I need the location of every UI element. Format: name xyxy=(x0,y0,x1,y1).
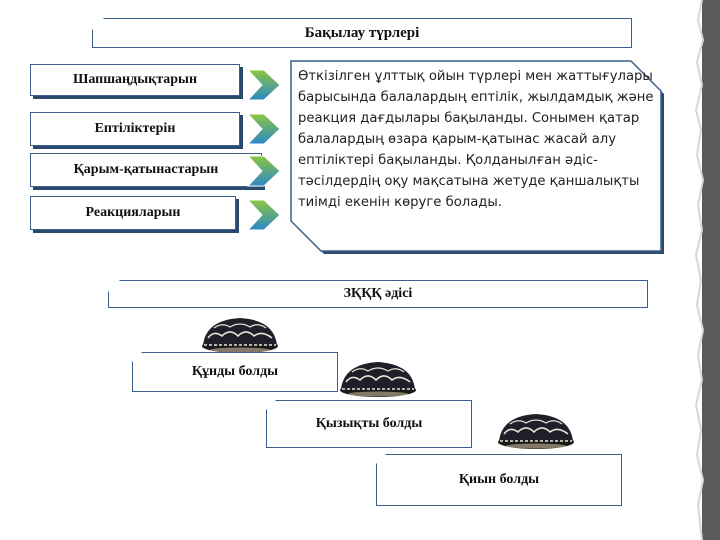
step-label: Қиын болды xyxy=(458,472,540,487)
torn-paper-edge xyxy=(694,0,720,540)
step-label: Қызықты болды xyxy=(315,416,423,431)
observation-item-label: Ептіліктерін xyxy=(94,121,176,136)
step-label: Құнды болды xyxy=(191,364,279,379)
method-title: ЗҚҚҚ әдісі xyxy=(343,286,413,301)
description-text: Өткізілген ұлттық ойын түрлері мен жатты… xyxy=(298,69,654,210)
page-title: Бақылау түрлері xyxy=(304,24,420,41)
step-interesting: Қызықты болды xyxy=(266,400,472,448)
arrow-right-icon xyxy=(246,113,281,145)
observation-item-speed: Шапшаңдықтарын xyxy=(30,64,240,96)
tubeteika-hat-icon xyxy=(338,358,418,398)
step-difficult: Қиын болды xyxy=(376,454,622,506)
tubeteika-hat-icon xyxy=(496,410,576,450)
observation-item-label: Шапшаңдықтарын xyxy=(72,72,198,87)
observation-item-reactions: Реакцияларын xyxy=(30,196,236,230)
observation-item-label: Қарым-қатынастарын xyxy=(73,162,219,177)
method-banner: ЗҚҚҚ әдісі xyxy=(108,280,648,308)
arrow-right-icon xyxy=(246,69,281,101)
arrow-right-icon xyxy=(246,199,281,231)
tubeteika-hat-icon xyxy=(200,314,280,354)
title-banner: Бақылау түрлері xyxy=(92,18,632,48)
arrow-right-icon xyxy=(246,155,281,187)
step-valuable: Құнды болды xyxy=(132,352,338,392)
observation-item-label: Реакцияларын xyxy=(85,205,181,220)
observation-item-relations: Қарым-қатынастарын xyxy=(30,153,262,187)
description-box: Өткізілген ұлттық ойын түрлері мен жатты… xyxy=(290,60,668,258)
observation-item-agility: Ептіліктерін xyxy=(30,112,240,146)
